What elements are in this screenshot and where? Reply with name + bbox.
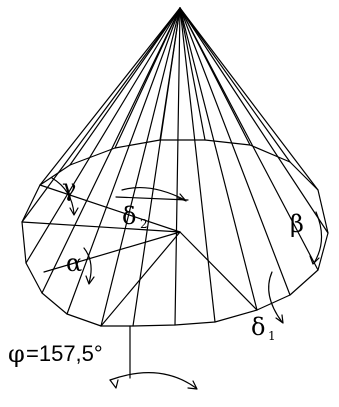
construction-line — [115, 196, 189, 201]
delta1-arrowhead — [275, 314, 284, 324]
delta1-subscript: 1 — [268, 329, 276, 343]
phi-arc — [109, 372, 197, 389]
beta-arc — [313, 211, 323, 264]
generator-line — [179, 7, 216, 323]
alpha-arrowhead — [85, 275, 95, 285]
generator-line — [179, 7, 258, 311]
generator-line — [174, 7, 181, 326]
angle-arcs — [51, 177, 323, 390]
generator-line — [179, 7, 329, 234]
delta2-arrowhead — [177, 193, 187, 202]
generator-line — [179, 7, 251, 146]
generator-line — [179, 7, 291, 296]
generator-line — [25, 7, 181, 264]
delta2-subscript: 2 — [140, 217, 148, 231]
cone-generators — [21, 7, 329, 327]
phi-arrowhead-right — [187, 380, 198, 390]
generator-line — [21, 7, 181, 223]
generator-line — [69, 7, 181, 166]
phi-arrowhead-left — [109, 379, 119, 389]
alpha-arc — [83, 247, 92, 284]
generator-line — [39, 7, 181, 186]
generator-line — [179, 7, 319, 191]
alpha-label: α — [66, 249, 82, 277]
generator-line — [66, 7, 181, 315]
delta1-label: δ — [251, 313, 265, 341]
construction-line — [21, 221, 181, 233]
generator-line — [41, 7, 181, 294]
base-polygon — [21, 139, 329, 327]
construction-line — [100, 231, 181, 327]
delta1-arc — [268, 271, 283, 323]
delta2-arc — [121, 186, 186, 201]
generator-line — [179, 7, 291, 163]
generator-line — [114, 7, 181, 149]
construction-line — [39, 184, 181, 233]
generator-line — [179, 7, 319, 271]
beta-label: β — [290, 210, 304, 238]
gamma-arrowhead — [69, 207, 79, 216]
beta-arrowhead — [309, 255, 320, 265]
gamma-arc — [51, 177, 75, 215]
construction-lines — [21, 184, 258, 379]
delta2-label: δ — [122, 202, 136, 230]
phi-symbol: φ — [8, 340, 25, 368]
construction-line — [179, 231, 258, 311]
gamma-label: γ — [62, 174, 76, 202]
generator-line — [179, 7, 206, 141]
generator-line — [159, 7, 181, 141]
generator-line — [100, 7, 181, 327]
construction-line — [43, 231, 181, 273]
phi-value: =157,5° — [26, 341, 103, 366]
angle-labels: γ δ 2 α β δ 1 φ =157,5° — [8, 174, 304, 368]
